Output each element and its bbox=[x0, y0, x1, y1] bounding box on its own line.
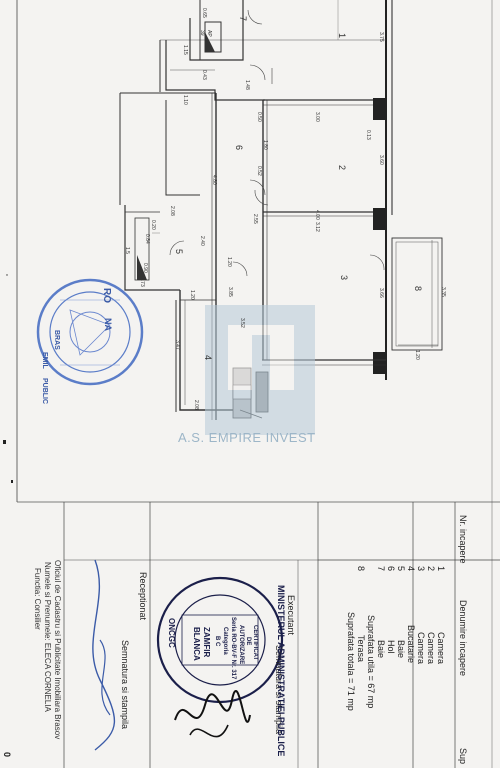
table-row-name: Baie bbox=[376, 640, 386, 659]
room-label-4: 4 bbox=[203, 355, 213, 361]
dimension: 3.00 bbox=[314, 112, 320, 122]
dimension: 2.08 bbox=[193, 400, 199, 410]
dimension: 3.85 bbox=[227, 287, 233, 297]
table-row-name: Camera bbox=[416, 632, 426, 665]
room-label-1: 1 bbox=[337, 33, 347, 39]
ministry-stamp bbox=[156, 576, 284, 704]
dimension: 3.47 bbox=[174, 340, 180, 350]
apartment-number: 39 bbox=[199, 30, 205, 36]
dimension: 0.20 bbox=[150, 220, 156, 230]
round-stamp-text: EMIL bbox=[41, 352, 48, 369]
table-row-nr: 1 bbox=[436, 566, 446, 572]
dimension: 0.90 bbox=[142, 263, 148, 273]
corner-mark: 0 bbox=[2, 752, 12, 758]
office-line: Oficiul de Cadastru si Publicitate Imobi… bbox=[53, 560, 62, 740]
function-line: Functia: Consilier bbox=[33, 568, 42, 630]
terrace-name: Terasa bbox=[356, 635, 366, 663]
receptionat-sign-label: Semnatura si stampila bbox=[120, 640, 130, 730]
watermark-logo bbox=[205, 305, 315, 435]
name-line: Numele si Prenumele: ELECA CORNELIA bbox=[43, 562, 52, 712]
table-row-nr: 4 bbox=[406, 566, 416, 572]
room-label-3: 3 bbox=[339, 275, 349, 281]
table-row-nr: 2 bbox=[426, 566, 436, 572]
terrace-nr: 8 bbox=[356, 566, 366, 572]
dimension: 0.65 bbox=[201, 8, 207, 18]
table-header-name: Denumire incapere bbox=[458, 600, 468, 677]
dimension: 2.40 bbox=[199, 236, 205, 246]
ministry-stamp-outer: MINISTERUL ADMINISTRATIEI PUBLICE bbox=[276, 585, 286, 757]
table-row-nr: 5 bbox=[396, 566, 406, 572]
table-row-nr: 6 bbox=[386, 566, 396, 572]
table-row-name: Camera bbox=[426, 632, 436, 665]
dimension: 3.66 bbox=[378, 288, 384, 298]
table-row-name: Baie bbox=[396, 640, 406, 659]
dimension: 1.20 bbox=[189, 290, 195, 300]
ministry-stamp-line: ZAMFIR bbox=[202, 627, 211, 658]
table-header-nr: Nr. incapere bbox=[458, 515, 468, 564]
dimension: 3.35 bbox=[440, 287, 446, 297]
ministry-stamp-line: CERTIFICAT bbox=[252, 625, 258, 661]
ministry-stamp-line: DE bbox=[245, 637, 251, 646]
watermark-text: A.S. EMPIRE INVEST bbox=[178, 430, 316, 445]
dimension: 1.10 bbox=[182, 95, 188, 105]
table-row-name: Bucatarie bbox=[406, 625, 416, 664]
dimension: 1.48 bbox=[244, 80, 250, 90]
total-area: Suprafata totala = 71 mp bbox=[346, 612, 356, 711]
room-label-6: 6 bbox=[234, 145, 244, 151]
table-header-sup: Sup bbox=[458, 748, 468, 765]
dimension: 3.52 bbox=[239, 318, 245, 328]
dimension: 0.13 bbox=[365, 130, 371, 140]
ministry-stamp-line: Categoria bbox=[222, 627, 228, 655]
table-row-nr: 7 bbox=[376, 566, 386, 572]
room-label-8: 8 bbox=[413, 286, 423, 292]
receptionat-title: Receptionat bbox=[138, 572, 148, 621]
room-label-5: 5 bbox=[174, 249, 184, 255]
dimension: 2.55 bbox=[252, 214, 258, 224]
room-label-7: 7 bbox=[238, 16, 248, 22]
ministry-stamp-bottom: ONCGC bbox=[167, 618, 176, 648]
ministry-stamp-line: Seria RO-BV-F Nr. 317 bbox=[230, 617, 236, 680]
dimension: 0.84 bbox=[144, 234, 150, 244]
round-stamp-text: NA bbox=[103, 318, 113, 331]
dimension: 4.00 bbox=[314, 210, 320, 220]
round-stamp-text: BRAS bbox=[53, 330, 60, 350]
dimension: 3.12 bbox=[314, 222, 320, 232]
table-row-nr: 3 bbox=[416, 566, 426, 572]
dimension: 1.80 bbox=[262, 140, 268, 150]
table-row-name: Hol bbox=[386, 640, 396, 654]
ministry-stamp-line: BLANCA bbox=[192, 627, 201, 661]
dimension: 2.08 bbox=[169, 206, 175, 216]
dimension: 0.43 bbox=[201, 70, 207, 80]
round-stamp-text: RO bbox=[101, 288, 112, 303]
ministry-stamp-line: AUTORIZARE bbox=[238, 625, 244, 665]
room-label-2: 2 bbox=[337, 165, 347, 171]
dimension: 4.80 bbox=[211, 175, 217, 185]
dimension: 1.73 bbox=[139, 277, 145, 287]
dimension: 0.52 bbox=[256, 166, 262, 176]
dimension: 1.15 bbox=[182, 45, 188, 55]
useful-area: Suprafata utila = 67 mp bbox=[366, 615, 376, 709]
dimension: 1.5 bbox=[124, 247, 130, 254]
dimension: 1.20 bbox=[226, 257, 232, 267]
dimension: 1.20 bbox=[414, 350, 420, 360]
dimension: 3.75 bbox=[378, 32, 384, 42]
apartment-label: AP bbox=[206, 30, 212, 37]
dimension: 0.50 bbox=[256, 112, 262, 122]
round-stamp-text: PUBLIC bbox=[41, 378, 48, 405]
round-stamp bbox=[36, 278, 144, 386]
ministry-stamp-line: B C bbox=[214, 636, 220, 647]
dimension: 3.60 bbox=[378, 155, 384, 165]
table-row-name: Camera bbox=[436, 632, 446, 665]
executant-title: Executant bbox=[286, 595, 296, 636]
